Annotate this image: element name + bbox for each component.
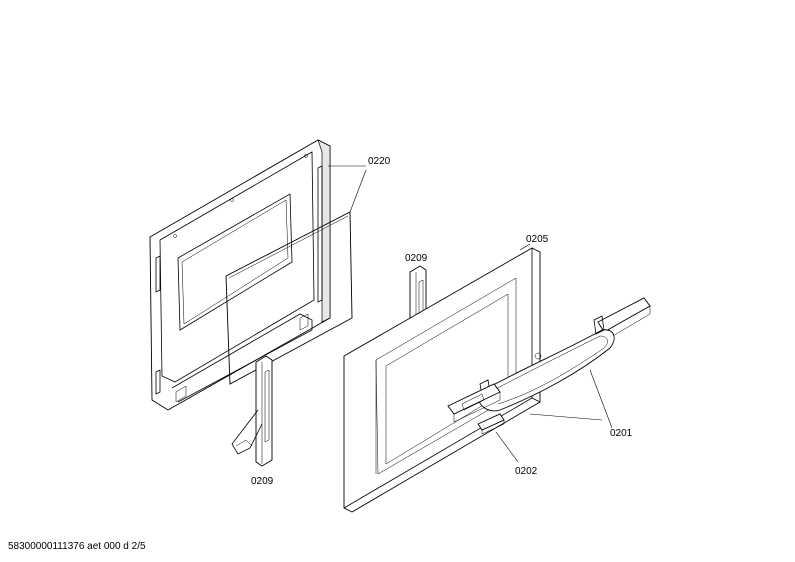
leader-0201-b [529,413,603,421]
label-part-0220: 0220 [368,156,391,167]
label-part-0202: 0202 [515,466,538,477]
leader-0201-a [589,369,613,429]
leader-0202 [495,431,519,463]
label-part-0209-bottom: 0209 [251,476,274,487]
hinge-bracket-left [231,355,273,467]
label-part-0209-top: 0209 [405,253,428,264]
door-handle [478,297,651,412]
label-part-0205: 0205 [526,234,549,245]
label-part-0201: 0201 [610,428,633,439]
handle-bracket [447,383,505,435]
document-id: 58300000111376 aet 000 d 2/5 [8,541,146,552]
inner-door-panel [149,139,331,411]
leader-0220-b [349,169,367,213]
leader-0205 [519,243,531,251]
glass-pane [225,211,353,385]
